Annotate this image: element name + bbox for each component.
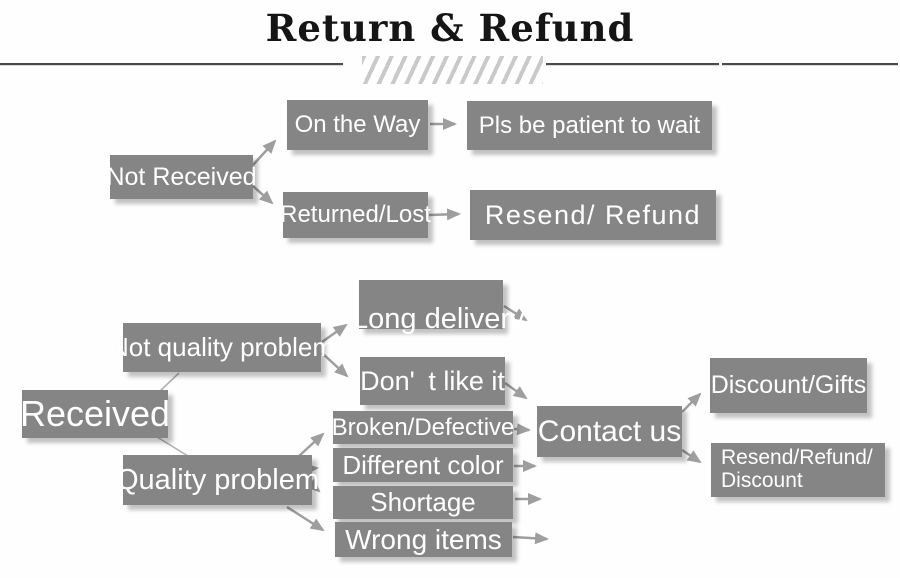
- node-wrong-items-label: Wrong items: [345, 523, 502, 555]
- node-shortage-label: Shortage: [370, 487, 476, 517]
- node-on-the-way-label: On the Way: [294, 111, 421, 138]
- divider-line-left: [0, 63, 343, 65]
- node-dont-like-it-label: Don' t like it: [360, 365, 505, 396]
- hatch-slashes-icon: [362, 56, 543, 84]
- node-resend-refund-discount: Resend/Refund/ Discount: [711, 443, 885, 497]
- node-returned-lost: Returned/Lost: [280, 192, 431, 238]
- node-dont-like-it: Don' t like it: [360, 357, 505, 405]
- divider-line-right: [546, 63, 719, 65]
- node-returned-lost-label: Returned/Lost: [280, 201, 431, 228]
- node-discount-gifts-label: Discount/Gifts: [710, 371, 867, 399]
- node-received: Received: [19, 390, 171, 438]
- node-quality-problem-label: Quality problem: [115, 463, 320, 496]
- node-long-delivery-label: Long delivery: [352, 303, 525, 335]
- node-broken-defective: Broken/Defective: [331, 411, 515, 444]
- node-resend-refund: Resend/ Refund: [470, 190, 716, 240]
- node-long-delivery: Long delivery: [352, 280, 525, 335]
- node-not-quality-problem: Not quality problem: [110, 323, 334, 372]
- node-different-color: Different color: [333, 448, 513, 482]
- node-pls-be-patient: Pls be patient to wait: [467, 101, 712, 150]
- node-not-received-label: Not Received: [106, 162, 257, 191]
- node-pls-be-patient-label: Pls be patient to wait: [478, 111, 701, 139]
- node-discount-gifts: Discount/Gifts: [710, 358, 867, 413]
- node-shortage: Shortage: [333, 486, 513, 519]
- page-title: Return & Refund: [265, 6, 635, 50]
- node-contact-us-label: Contact us: [537, 414, 682, 448]
- node-different-color-label: Different color: [342, 449, 504, 480]
- node-on-the-way: On the Way: [287, 100, 428, 150]
- node-contact-us: Contact us: [537, 406, 682, 457]
- node-resend-refund-discount-line1: Resend/Refund/: [721, 446, 873, 470]
- node-received-label: Received: [19, 393, 171, 434]
- node-broken-defective-label: Broken/Defective: [331, 413, 515, 441]
- node-quality-problem: Quality problem: [116, 455, 319, 505]
- node-wrong-items: Wrong items: [335, 522, 512, 557]
- node-resend-refund-label: Resend/ Refund: [484, 199, 702, 230]
- node-resend-refund-discount-line2: Discount: [721, 469, 803, 492]
- node-not-quality-problem-label: Not quality problem: [110, 332, 334, 362]
- node-not-received: Not Received: [106, 155, 257, 199]
- divider-line-right-end: [722, 63, 898, 65]
